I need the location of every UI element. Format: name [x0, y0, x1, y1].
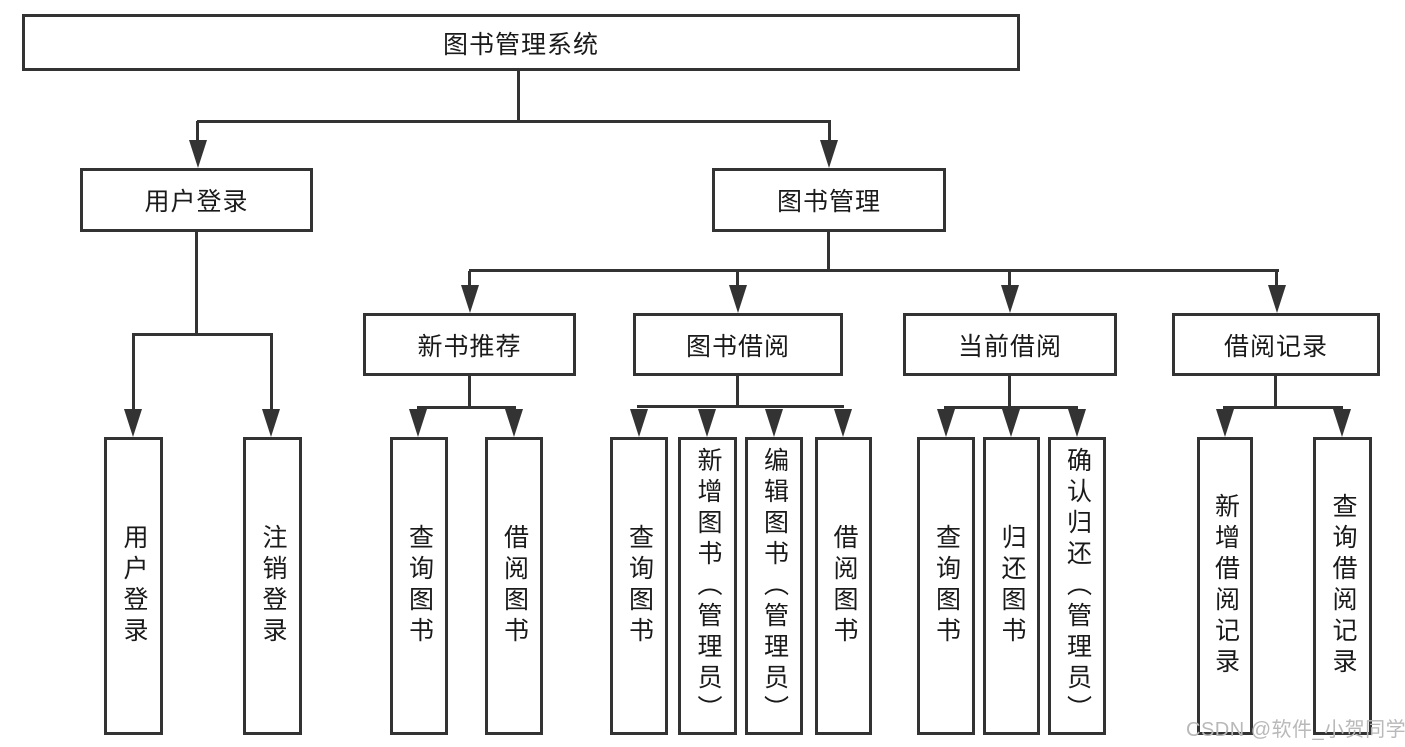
connector-vline: [736, 271, 739, 287]
leaf-user-login: 用户登录: [104, 437, 163, 735]
arrow-down-icon: [262, 409, 280, 437]
arrow-down-icon: [698, 409, 716, 437]
connector-vline: [1275, 271, 1278, 287]
leaf-br-add-record-label: 新增借阅记录: [1211, 493, 1240, 679]
node-book-borrowing-label: 图书借阅: [685, 332, 790, 361]
arrow-down-icon: [1333, 409, 1351, 437]
leaf-nb-query-books: 查询图书: [390, 437, 448, 735]
connector-hline: [132, 333, 273, 336]
arrow-down-icon: [1001, 285, 1019, 313]
leaf-br-query-record-label: 查询借阅记录: [1329, 493, 1357, 679]
node-borrowing-records: 借阅记录: [1172, 313, 1380, 376]
connector-vline: [827, 232, 830, 272]
arrow-down-icon: [630, 409, 648, 437]
node-borrowing-records-label: 借阅记录: [1223, 332, 1328, 361]
leaf-bb-edit-books-admin-label: 编辑图书（管理员）: [760, 446, 789, 726]
leaf-br-add-record: 新增借阅记录: [1197, 437, 1253, 735]
leaf-bb-add-books-admin-label: 新增图书（管理员）: [694, 446, 722, 726]
leaf-br-query-record: 查询借阅记录: [1313, 437, 1372, 735]
leaf-cb-return-books-label: 归还图书: [998, 524, 1026, 648]
arrow-down-icon: [729, 285, 747, 313]
leaf-logout: 注销登录: [243, 437, 302, 735]
leaf-cb-return-books: 归还图书: [983, 437, 1040, 735]
arrow-down-icon: [765, 409, 783, 437]
connector-vline: [270, 334, 273, 410]
connector-vline: [1274, 376, 1277, 409]
arrow-down-icon: [937, 409, 955, 437]
connector-hline: [637, 405, 844, 408]
node-user-login-label: 用户登录: [144, 188, 249, 216]
leaf-cb-query-books: 查询图书: [917, 437, 975, 735]
arrow-down-icon: [124, 409, 142, 437]
node-current-borrowing: 当前借阅: [903, 313, 1117, 376]
connector-vline: [828, 121, 831, 143]
node-new-book-recommend: 新书推荐: [363, 313, 576, 376]
connector-vline: [468, 376, 471, 409]
leaf-cb-query-books-label: 查询图书: [932, 524, 961, 648]
leaf-logout-label: 注销登录: [259, 524, 287, 648]
connector-vline: [736, 376, 739, 408]
leaf-bb-query-books: 查询图书: [610, 437, 668, 735]
connector-vline: [1008, 271, 1011, 287]
node-root: 图书管理系统: [22, 14, 1020, 71]
arrow-down-icon: [1068, 409, 1086, 437]
leaf-nb-borrow-books: 借阅图书: [485, 437, 543, 735]
leaf-bb-query-books-label: 查询图书: [625, 524, 654, 648]
connector-vline: [195, 232, 198, 336]
leaf-user-login-label: 用户登录: [120, 524, 148, 648]
leaf-nb-borrow-books-label: 借阅图书: [500, 524, 529, 648]
connector-vline: [468, 271, 471, 287]
arrow-down-icon: [1216, 409, 1234, 437]
arrow-down-icon: [409, 409, 427, 437]
node-book-borrowing: 图书借阅: [633, 313, 843, 376]
connector-vline: [517, 70, 520, 122]
arrow-down-icon: [505, 409, 523, 437]
leaf-cb-confirm-return-admin-label: 确认归还（管理员）: [1063, 446, 1092, 726]
arrow-down-icon: [820, 140, 838, 168]
node-current-borrowing-label: 当前借阅: [957, 332, 1062, 361]
arrow-down-icon: [1002, 409, 1020, 437]
connector-vline: [132, 334, 135, 410]
watermark: CSDN @软件_小贺同学: [1186, 719, 1405, 741]
arrow-down-icon: [1268, 285, 1286, 313]
connector-hline: [944, 406, 1078, 409]
leaf-nb-query-books-label: 查询图书: [405, 524, 434, 648]
connector-hline: [417, 406, 516, 409]
leaf-bb-add-books-admin: 新增图书（管理员）: [678, 437, 737, 735]
node-root-label: 图书管理系统: [442, 30, 599, 59]
arrow-down-icon: [189, 140, 207, 168]
node-user-login: 用户登录: [80, 168, 313, 232]
node-new-book-recommend-label: 新书推荐: [417, 332, 522, 361]
leaf-bb-borrow-books: 借阅图书: [815, 437, 872, 735]
connector-hline: [197, 120, 831, 123]
connector-hline: [1223, 406, 1343, 409]
leaf-bb-edit-books-admin: 编辑图书（管理员）: [745, 437, 803, 735]
connector-vline: [1008, 376, 1011, 409]
node-book-management: 图书管理: [712, 168, 946, 232]
node-book-management-label: 图书管理: [776, 188, 881, 216]
leaf-bb-borrow-books-label: 借阅图书: [830, 524, 858, 648]
arrow-down-icon: [834, 409, 852, 437]
connector-hline: [469, 269, 1279, 272]
arrow-down-icon: [461, 285, 479, 313]
leaf-cb-confirm-return-admin: 确认归还（管理员）: [1048, 437, 1106, 735]
connector-vline: [196, 121, 199, 143]
